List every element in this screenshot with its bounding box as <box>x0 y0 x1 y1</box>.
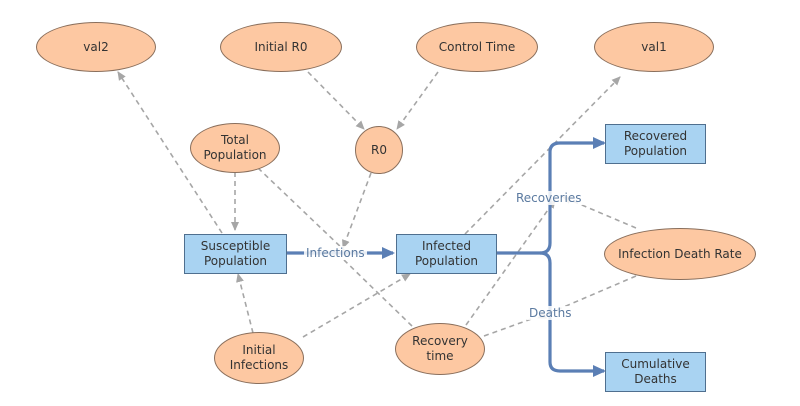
flow-infections-label[interactable]: Infections <box>304 246 367 260</box>
stock-susceptible-population-label: Susceptible Population <box>200 239 271 268</box>
link-susceptible-to-val2 <box>117 71 223 234</box>
variable-control-time-label: Control Time <box>438 39 516 54</box>
variable-val2-label: val2 <box>83 39 109 54</box>
variable-r0-label: R0 <box>371 142 387 157</box>
link-recovery-time-to-recoveries <box>465 199 556 326</box>
link-recovery-time-to-infections <box>343 259 413 327</box>
flow-recoveries-label[interactable]: Recoveries <box>514 191 584 205</box>
link-r0-to-infections <box>342 172 372 249</box>
variable-val2[interactable]: val2 <box>36 22 156 72</box>
variable-total-population[interactable]: Total Population <box>190 123 280 173</box>
variable-control-time[interactable]: Control Time <box>416 22 538 72</box>
stock-recovered-population[interactable]: Recovered Population <box>605 124 706 164</box>
stock-recovered-population-label: Recovered Population <box>623 129 688 158</box>
link-initial-infections-to-infected <box>302 273 411 338</box>
variable-initial-r0[interactable]: Initial R0 <box>220 22 342 72</box>
variable-recovery-time[interactable]: Recovery time <box>395 323 485 375</box>
variable-r0[interactable]: R0 <box>355 126 403 174</box>
variable-total-population-label: Total Population <box>203 133 267 162</box>
stock-cumulative-deaths-label: Cumulative Deaths <box>621 357 690 386</box>
link-initial-infections-to-susceptible <box>236 273 254 334</box>
variable-infection-death-rate[interactable]: Infection Death Rate <box>604 228 756 280</box>
variable-recovery-time-label: Recovery time <box>412 334 468 363</box>
link-infected-to-val1 <box>464 76 621 235</box>
stock-cumulative-deaths[interactable]: Cumulative Deaths <box>605 352 706 392</box>
link-control-time-to-r0 <box>396 71 439 130</box>
link-initial-r0-to-r0 <box>307 71 365 130</box>
flow-deaths-label[interactable]: Deaths <box>527 306 574 320</box>
variable-val1[interactable]: val1 <box>594 22 714 72</box>
stock-susceptible-population[interactable]: Susceptible Population <box>184 234 287 274</box>
variable-initial-infections[interactable]: Initial Infections <box>214 332 304 384</box>
link-total-population-to-infections <box>257 167 346 252</box>
variable-val1-label: val1 <box>641 39 667 54</box>
stock-infected-population[interactable]: Infected Population <box>396 234 497 274</box>
link-recovery-time-to-deaths <box>483 317 535 337</box>
stock-infected-population-label: Infected Population <box>414 239 479 268</box>
variable-initial-infections-label: Initial Infections <box>229 343 289 372</box>
variable-initial-r0-label: Initial R0 <box>254 39 308 54</box>
flow-deaths-pipe[interactable] <box>539 251 606 377</box>
variable-infection-death-rate-label: Infection Death Rate <box>618 246 742 261</box>
